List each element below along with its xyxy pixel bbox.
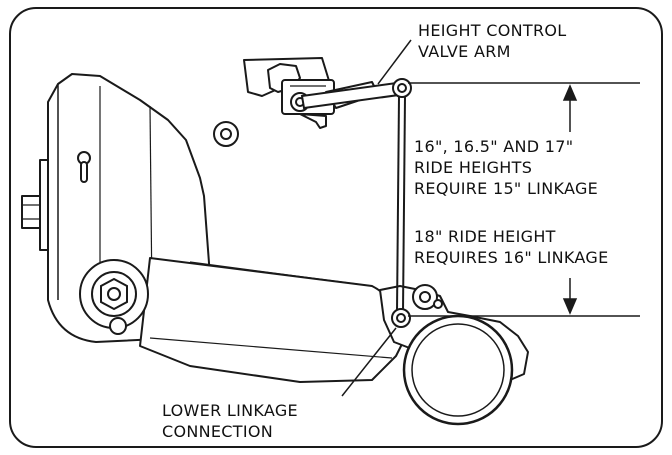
pivot-bolt [79,259,149,335]
diagram-frame [9,7,663,448]
height-control-valve [243,57,379,129]
linkage-rod [396,95,406,313]
axle-tube [402,314,514,426]
dimension-lines [408,82,640,317]
leader-lines [341,39,412,397]
valve-arm [300,78,412,110]
label-lower-linkage-connection: LOWER LINKAGE CONNECTION [162,401,298,441]
label-ride-height-16in-linkage: 18" RIDE HEIGHT REQUIRES 16" LINKAGE [414,227,609,267]
label-height-control-valve-arm: HEIGHT CONTROL VALVE ARM [418,21,567,61]
label-ride-heights-15in-linkage: 16", 16.5" AND 17" RIDE HEIGHTS REQUIRE … [414,137,599,198]
lower-linkage-joint [391,308,411,328]
trailing-arm [139,257,407,383]
